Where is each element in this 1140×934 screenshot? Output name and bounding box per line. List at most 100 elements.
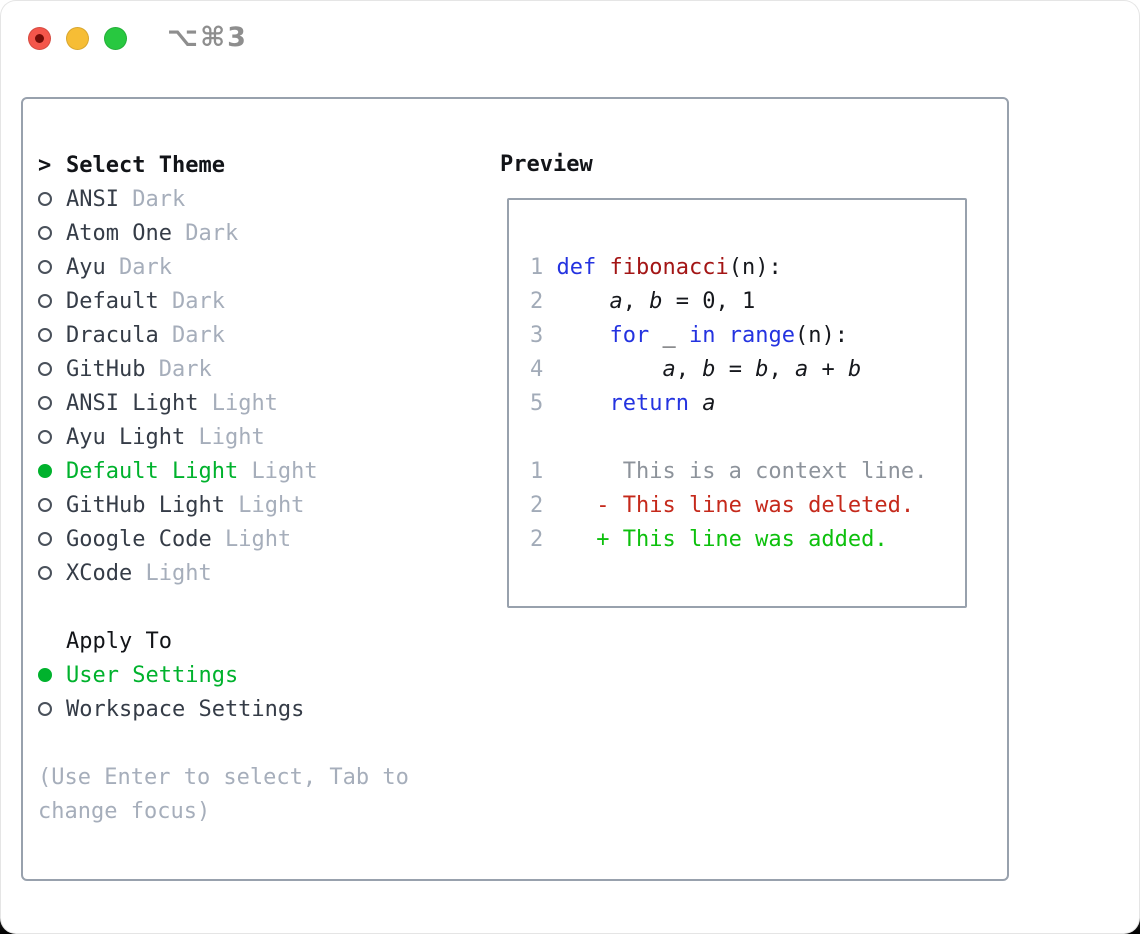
radio-icon[interactable] — [38, 396, 52, 410]
theme-option-default[interactable]: Default Dark — [38, 284, 488, 318]
theme-variant: Dark — [119, 254, 172, 280]
theme-option-default-light[interactable]: Default Light Light — [38, 454, 488, 488]
code-token: a — [609, 289, 623, 314]
code-line: 2 a, b = 0, 1 — [530, 285, 965, 319]
apply-option-label: Workspace Settings — [66, 696, 305, 722]
radio-selected-icon[interactable] — [38, 464, 52, 478]
theme-variant: Dark — [185, 220, 239, 246]
line-number: 2 — [530, 527, 544, 552]
code-token: for — [609, 323, 650, 348]
modified-indicator-icon — [35, 34, 44, 43]
diff-text: + This line was added. — [543, 527, 888, 552]
code-token: range — [728, 323, 795, 348]
theme-variant: Dark — [158, 356, 212, 382]
zoom-button[interactable] — [104, 27, 127, 50]
theme-option-xcode[interactable]: XCode Light — [38, 556, 488, 590]
spacer-row — [38, 590, 488, 624]
theme-option-ansi-light[interactable]: ANSI Light Light — [38, 386, 488, 420]
theme-option-label: ANSI Dark — [66, 187, 185, 212]
radio-icon[interactable] — [38, 192, 52, 206]
theme-variant: Dark — [171, 288, 225, 314]
theme-variant: Light — [145, 560, 212, 586]
theme-option-ansi[interactable]: ANSI Dark — [38, 182, 488, 216]
theme-variant: Dark — [171, 322, 225, 348]
radio-selected-icon[interactable] — [38, 668, 52, 682]
diff-text: - This line was deleted. — [543, 493, 915, 518]
code-line: 4 a, b = b, a + b — [530, 353, 965, 387]
radio-icon[interactable] — [38, 362, 52, 376]
code-token: , — [622, 289, 650, 314]
theme-name: Default — [66, 288, 159, 314]
theme-option-atom-one[interactable]: Atom One Dark — [38, 216, 488, 250]
code-token — [689, 391, 702, 416]
theme-list-title: Select Theme — [66, 152, 225, 178]
code-token: (n): — [794, 323, 848, 348]
theme-option-github[interactable]: GitHub Dark — [38, 352, 488, 386]
radio-icon[interactable] — [38, 260, 52, 274]
radio-icon[interactable] — [38, 532, 52, 546]
theme-variant: Dark — [132, 186, 186, 212]
theme-option-google-code[interactable]: Google Code Light — [38, 522, 488, 556]
code-line: 5 return a — [530, 387, 965, 421]
code-token: = — [715, 357, 756, 382]
theme-name: GitHub — [66, 356, 146, 382]
diff-line-context: 1 This is a context line. — [530, 455, 965, 489]
code-token: = 0, 1 — [662, 289, 756, 314]
window-titlebar: ⌥⌘3 — [0, 0, 1140, 76]
radio-cell — [38, 464, 66, 478]
radio-icon[interactable] — [38, 430, 52, 444]
radio-cell — [38, 668, 66, 682]
radio-icon[interactable] — [38, 226, 52, 240]
apply-option-user-settings[interactable]: User Settings — [38, 658, 488, 692]
theme-list-header: > Select Theme — [38, 148, 488, 182]
code-line: 3 for _ in range(n): — [530, 319, 965, 353]
apply-option-workspace-settings[interactable]: Workspace Settings — [38, 692, 488, 726]
hint-text: change focus) — [38, 798, 211, 824]
theme-name: ANSI Light — [66, 390, 199, 416]
diff-line-added: 2 + This line was added. — [530, 523, 965, 557]
line-number: 1 — [530, 459, 544, 484]
radio-cell — [38, 498, 66, 512]
code-token: (n): — [728, 255, 782, 280]
prompt-icon: > — [38, 152, 52, 178]
code-token — [557, 323, 610, 348]
code-token — [557, 357, 663, 382]
line-number: 3 — [530, 323, 544, 348]
theme-option-ayu-light[interactable]: Ayu Light Light — [38, 420, 488, 454]
close-button[interactable] — [28, 27, 51, 50]
apply-to-title: Apply To — [66, 628, 172, 654]
radio-cell — [38, 362, 66, 376]
radio-icon[interactable] — [38, 328, 52, 342]
line-number: 1 — [530, 255, 544, 280]
hint-text: (Use Enter to select, Tab to — [38, 764, 409, 790]
code-token — [596, 255, 609, 280]
theme-option-github-light[interactable]: GitHub Light Light — [38, 488, 488, 522]
radio-icon[interactable] — [38, 294, 52, 308]
radio-icon[interactable] — [38, 498, 52, 512]
theme-name: Google Code — [66, 526, 212, 552]
preview-title: Preview — [500, 152, 593, 177]
theme-option-label: XCode Light — [66, 561, 212, 586]
diff-line-deleted: 2 - This line was deleted. — [530, 489, 965, 523]
theme-variant: Light — [251, 458, 318, 484]
code-token: b — [755, 357, 769, 382]
theme-option-ayu[interactable]: Ayu Dark — [38, 250, 488, 284]
theme-option-label: Default Dark — [66, 289, 225, 314]
radio-cell — [38, 430, 66, 444]
line-number: 2 — [530, 289, 544, 314]
radio-cell — [38, 396, 66, 410]
blank-line — [530, 217, 965, 251]
code-line: 1 def fibonacci(n): — [530, 251, 965, 285]
code-token: def — [556, 255, 597, 280]
theme-option-label: GitHub Dark — [66, 357, 212, 382]
radio-icon[interactable] — [38, 702, 52, 716]
theme-option-label: Atom One Dark — [66, 221, 238, 246]
theme-variant: Light — [211, 390, 278, 416]
theme-option-dracula[interactable]: Dracula Dark — [38, 318, 488, 352]
radio-icon[interactable] — [38, 566, 52, 580]
minimize-button[interactable] — [66, 27, 89, 50]
blank-line — [530, 421, 965, 455]
radio-cell — [38, 294, 66, 308]
code-token: a — [662, 357, 676, 382]
